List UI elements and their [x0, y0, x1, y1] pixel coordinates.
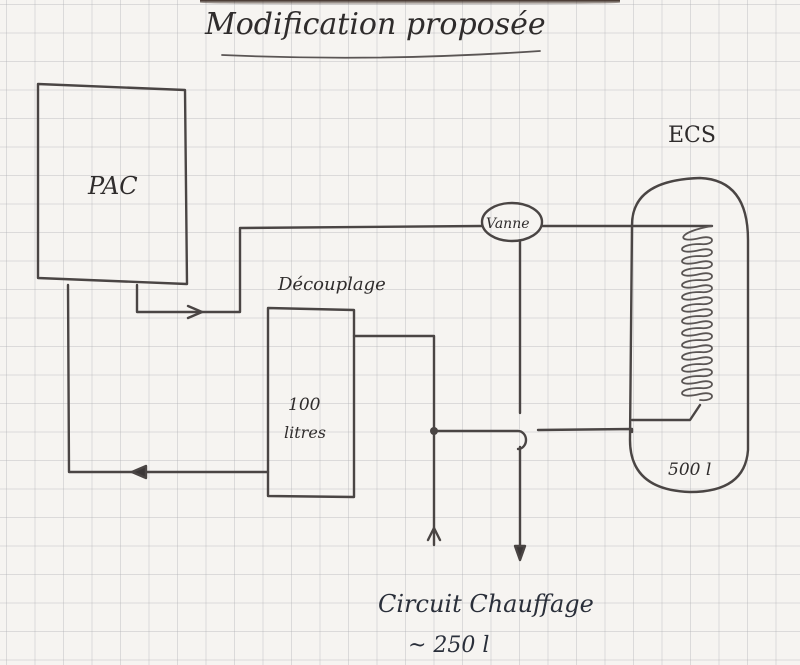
crossover-pipe-left: [432, 429, 528, 451]
buffer-tank-volume-unit: litres: [284, 423, 326, 442]
pac-supply-pipe: [135, 224, 484, 314]
pac-return-pipe: [66, 283, 270, 474]
page-edge-shadow: [200, 0, 620, 5]
heat-pump-label: PAC: [87, 172, 138, 200]
heating-supply-arrow-icon: [513, 544, 527, 562]
heating-coil: [681, 225, 713, 402]
heating-return-arrow-icon: [426, 526, 442, 542]
crossover-pipe-right: [536, 427, 634, 434]
heating-circuit-volume: ~ 250 l: [408, 633, 489, 658]
buffer-tank-header: Découplage: [277, 274, 386, 295]
dhw-tank-volume: 500 l: [668, 460, 711, 480]
heat-pump-box: [36, 82, 189, 286]
coil-outlet: [630, 403, 702, 422]
buffer-tank-box: [266, 306, 356, 499]
return-arrow-icon: [130, 464, 148, 480]
diagram-title: Modification proposée: [204, 7, 546, 42]
dhw-tank-header: ECS: [668, 123, 716, 148]
valve-label: Vanne: [486, 216, 530, 232]
buffer-tank-volume-value: 100: [288, 395, 321, 415]
buffer-outlet-pipe: [352, 334, 436, 434]
title-underline: [221, 50, 541, 59]
heating-circuit-label: Circuit Chauffage: [378, 590, 594, 618]
supply-arrow-icon: [186, 304, 204, 320]
dhw-tank-outline: [628, 176, 750, 494]
valve-symbol: [480, 201, 544, 243]
